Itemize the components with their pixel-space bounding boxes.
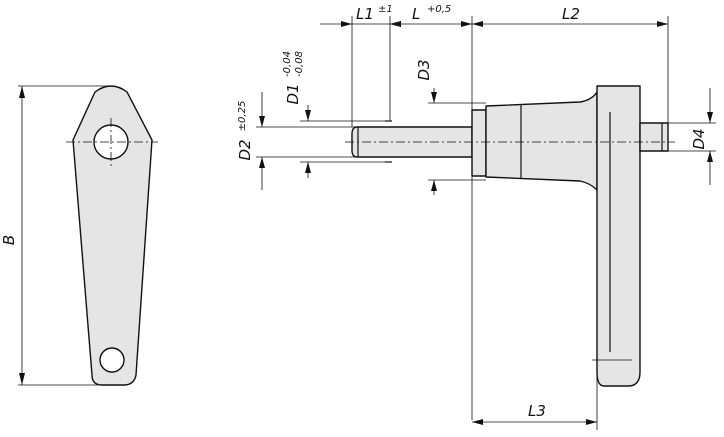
label-l2: L2 <box>562 5 580 23</box>
dimension-l2: L2 <box>472 5 669 123</box>
label-d3: D3 <box>415 59 433 80</box>
label-l1-tolerance: ±1 <box>378 4 393 15</box>
lower-bore <box>99 347 125 373</box>
label-l-tolerance: +0,5 <box>427 4 451 15</box>
label-l: L <box>412 5 420 23</box>
label-b: B <box>0 235 18 245</box>
hub-body <box>485 91 598 191</box>
label-d2-tolerance: ±0,25 <box>237 101 248 132</box>
lever-side-view <box>345 85 675 387</box>
dimension-d1: D1 -0,04 -0,08 <box>282 51 392 178</box>
dimension-b: B <box>0 85 110 386</box>
lever-front-view <box>66 85 158 386</box>
dimension-l: L +0,5 <box>390 4 473 420</box>
lever-outline <box>72 85 153 386</box>
end-shaft <box>639 122 669 152</box>
label-d1-tolerance-upper: -0,04 <box>282 51 293 77</box>
label-d1-tolerance-lower: -0,08 <box>294 51 305 77</box>
dimension-d4: D4 <box>668 88 716 185</box>
label-d1: D1 <box>284 83 302 104</box>
label-l1: L1 <box>356 5 374 23</box>
dimension-d2: D2 ±0,25 <box>236 92 360 190</box>
dimension-d3: D3 <box>415 59 486 195</box>
label-l3: L3 <box>528 402 546 420</box>
dimension-l3: L3 <box>472 359 632 430</box>
collar <box>471 109 487 177</box>
label-d4: D4 <box>690 128 708 149</box>
lever-arm <box>596 85 641 387</box>
label-d2: D2 <box>236 139 254 160</box>
